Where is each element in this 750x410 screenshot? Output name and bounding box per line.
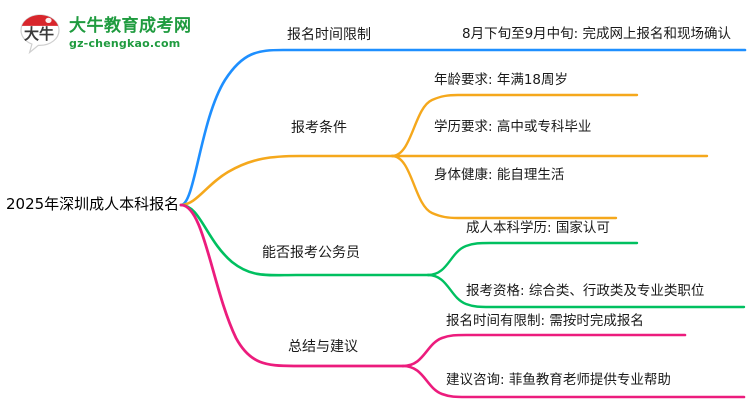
leaf-node-degree-recognition[interactable]: 成人本科学历: 国家认可: [466, 220, 610, 236]
leaf-node-application-qualification[interactable]: 报考资格: 综合类、行政类及专业类职位: [466, 283, 705, 299]
edge-green-child-2: [426, 273, 746, 309]
edge-branch-pink-trunk: [179, 203, 405, 368]
leaf-node-time-limit-reminder[interactable]: 报名时间有限制: 需按时完成报名: [446, 313, 644, 329]
leaf-node-consultation-advice[interactable]: 建议咨询: 菲鱼教育老师提供专业帮助: [446, 372, 671, 388]
svg-text:大牛: 大牛: [24, 25, 54, 43]
leaf-node-age-requirement[interactable]: 年龄要求: 年满18周岁: [434, 72, 569, 88]
leaf-node-education-requirement[interactable]: 学历要求: 高中或专科毕业: [434, 119, 592, 135]
branch-node-civil-service-eligibility[interactable]: 能否报考公务员: [262, 245, 360, 261]
edge-orange-child-3: [390, 154, 618, 220]
logo-speech-bubble-icon: 大牛: [20, 14, 60, 55]
leaf-node-registration-window[interactable]: 8月下旬至9月中旬: 完成网上报名和现场确认: [462, 26, 732, 42]
branch-node-summary-and-advice[interactable]: 总结与建议: [288, 339, 358, 355]
edge-branch-orange-trunk: [179, 154, 394, 207]
site-logo: 大牛 大牛教育成考网 gz-chengkao.com: [18, 12, 192, 56]
logo-mark-icon: 大牛: [18, 12, 62, 56]
logo-title: 大牛教育成考网: [69, 16, 192, 37]
edge-pink-child-2: [401, 364, 746, 399]
edge-orange-child-1: [390, 93, 639, 158]
edge-branch-green-trunk: [179, 203, 430, 277]
edge-green-child-1: [426, 241, 639, 277]
mindmap-root-node[interactable]: 2025年深圳成人本科报名: [6, 195, 180, 213]
logo-subtitle: gz-chengkao.com: [69, 37, 181, 51]
branch-node-application-requirements[interactable]: 报考条件: [291, 120, 347, 136]
edge-pink-child-1: [401, 333, 687, 368]
edge-branch-blue: [179, 48, 747, 207]
branch-node-registration-time-limit[interactable]: 报名时间限制: [287, 27, 371, 43]
leaf-node-health-requirement[interactable]: 身体健康: 能自理生活: [434, 167, 565, 183]
